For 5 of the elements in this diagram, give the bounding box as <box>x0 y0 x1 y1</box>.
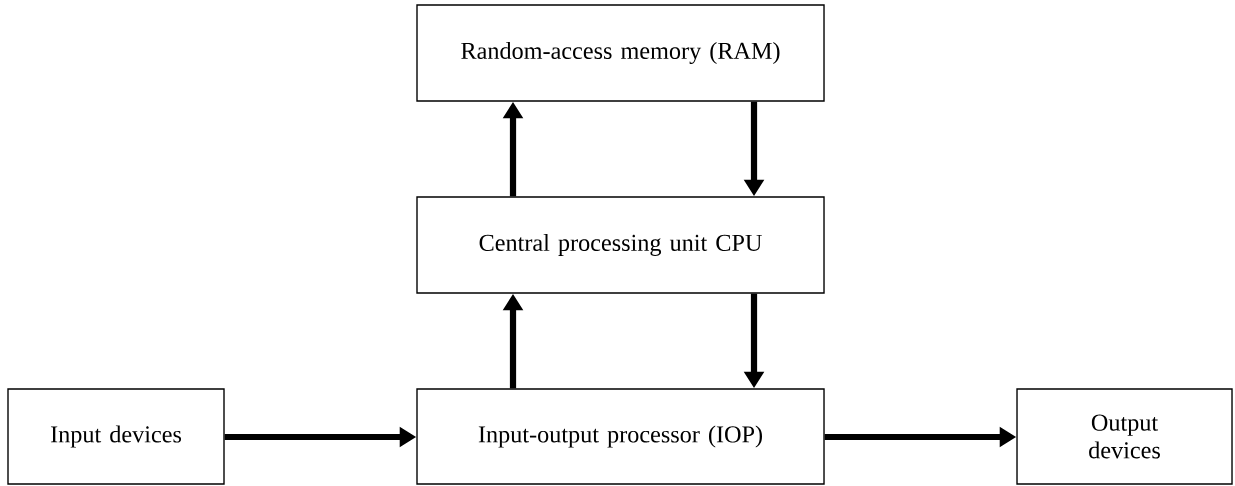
process-box: Random-access memory (RAM) <box>416 4 825 102</box>
process-box: Central processing unit CPU <box>416 196 825 294</box>
process-box: Input devices <box>7 388 225 485</box>
process-box: Output devices <box>1016 388 1233 485</box>
process-box: Input-output processor (IOP) <box>416 388 825 485</box>
